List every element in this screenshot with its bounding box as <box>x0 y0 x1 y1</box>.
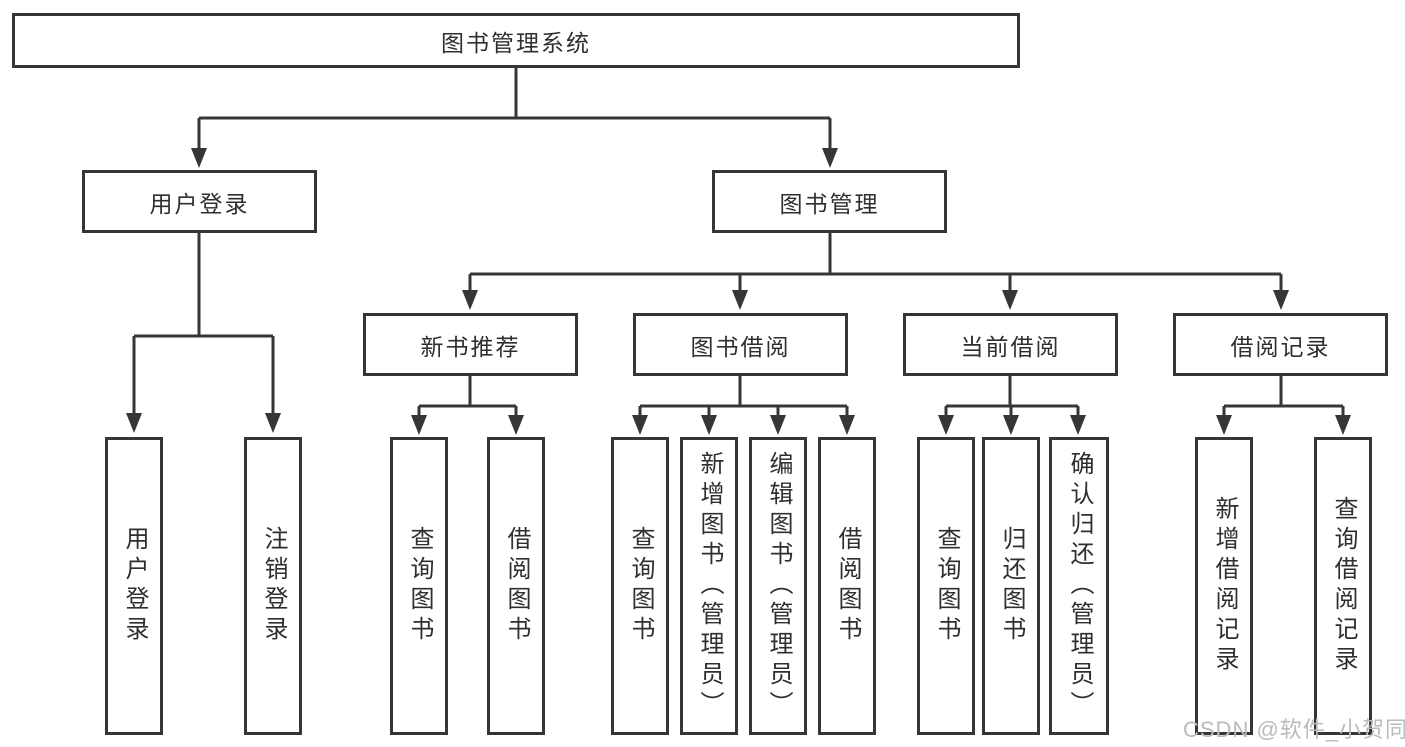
arrowhead-icon <box>938 415 954 435</box>
node-leaf-current-query-label: 查询图书 <box>933 526 960 646</box>
arrowhead-icon <box>1070 415 1086 435</box>
connector-line <box>944 376 1080 417</box>
node-borrow-record: 借阅记录 <box>1173 313 1388 376</box>
node-user-login: 用户登录 <box>82 170 317 233</box>
arrowhead-icon <box>126 413 142 433</box>
arrowhead-icon <box>1002 290 1018 310</box>
connector-root-to-level2 <box>191 68 838 168</box>
connector-line <box>417 376 518 417</box>
node-leaf-record-query-label: 查询借阅记录 <box>1330 496 1357 676</box>
arrowhead-icon <box>462 290 478 310</box>
arrowhead-icon <box>508 415 524 435</box>
node-leaf-user-login: 用户登录 <box>105 437 163 735</box>
arrowhead-icon <box>1273 290 1289 310</box>
node-leaf-current-return-label: 归还图书 <box>998 526 1025 646</box>
arrowhead-icon <box>632 415 648 435</box>
connector-current-borrow-children <box>938 376 1086 435</box>
node-leaf-newbook-query: 查询图书 <box>390 437 448 735</box>
connector-line <box>197 68 832 150</box>
node-leaf-borrow-add-label: 新增图书（管理员） <box>696 451 723 721</box>
connector-line <box>468 233 1283 292</box>
node-leaf-logout: 注销登录 <box>244 437 302 735</box>
node-leaf-logout-label: 注销登录 <box>260 526 287 646</box>
node-leaf-newbook-borrow-label: 借阅图书 <box>503 526 530 646</box>
node-leaf-user-login-label: 用户登录 <box>121 526 148 646</box>
connector-user-login-children <box>126 233 281 433</box>
node-leaf-current-confirm: 确认归还（管理员） <box>1049 437 1109 735</box>
connector-line <box>132 233 275 415</box>
arrowhead-icon <box>1216 415 1232 435</box>
csdn-watermark: CSDN @软件_小贺同学 <box>1183 717 1405 742</box>
connector-book-mgmt-children <box>462 233 1289 310</box>
node-book-mgmt: 图书管理 <box>712 170 947 233</box>
node-book-borrow-label: 图书借阅 <box>690 333 791 360</box>
node-leaf-newbook-borrow: 借阅图书 <box>487 437 545 735</box>
arrowhead-icon <box>822 148 838 168</box>
node-leaf-newbook-query-label: 查询图书 <box>406 526 433 646</box>
node-book-borrow: 图书借阅 <box>633 313 848 376</box>
node-leaf-borrow-query-label: 查询图书 <box>627 526 654 646</box>
arrowhead-icon <box>411 415 427 435</box>
connector-line <box>638 376 849 417</box>
arrowhead-icon <box>732 290 748 310</box>
node-book-mgmt-label: 图书管理 <box>779 190 880 217</box>
node-leaf-record-query: 查询借阅记录 <box>1314 437 1372 735</box>
node-leaf-current-confirm-label: 确认归还（管理员） <box>1066 451 1093 721</box>
node-leaf-current-query: 查询图书 <box>917 437 975 735</box>
arrowhead-icon <box>839 415 855 435</box>
node-borrow-record-label: 借阅记录 <box>1230 333 1331 360</box>
arrowhead-icon <box>265 413 281 433</box>
node-leaf-borrow-borrow: 借阅图书 <box>818 437 876 735</box>
node-user-login-label: 用户登录 <box>149 190 250 217</box>
arrowhead-icon <box>701 415 717 435</box>
node-current-borrow: 当前借阅 <box>903 313 1118 376</box>
node-leaf-record-add-label: 新增借阅记录 <box>1211 496 1238 676</box>
node-leaf-borrow-edit-label: 编辑图书（管理员） <box>765 451 792 721</box>
node-leaf-borrow-query: 查询图书 <box>611 437 669 735</box>
node-current-borrow-label: 当前借阅 <box>960 333 1061 360</box>
node-leaf-current-return: 归还图书 <box>982 437 1040 735</box>
arrowhead-icon <box>1003 415 1019 435</box>
connector-new-book-children <box>411 376 524 435</box>
node-new-book: 新书推荐 <box>363 313 578 376</box>
node-leaf-record-add: 新增借阅记录 <box>1195 437 1253 735</box>
node-root-label: 图书管理系统 <box>441 29 591 56</box>
node-new-book-label: 新书推荐 <box>420 333 521 360</box>
node-root: 图书管理系统 <box>12 13 1020 68</box>
node-leaf-borrow-add: 新增图书（管理员） <box>680 437 738 735</box>
connector-line <box>1222 376 1345 417</box>
arrowhead-icon <box>1335 415 1351 435</box>
arrowhead-icon <box>191 148 207 168</box>
connector-book-borrow-children <box>632 376 855 435</box>
node-leaf-borrow-borrow-label: 借阅图书 <box>834 526 861 646</box>
arrowhead-icon <box>770 415 786 435</box>
node-leaf-borrow-edit: 编辑图书（管理员） <box>749 437 807 735</box>
connector-borrow-record-children <box>1216 376 1351 435</box>
